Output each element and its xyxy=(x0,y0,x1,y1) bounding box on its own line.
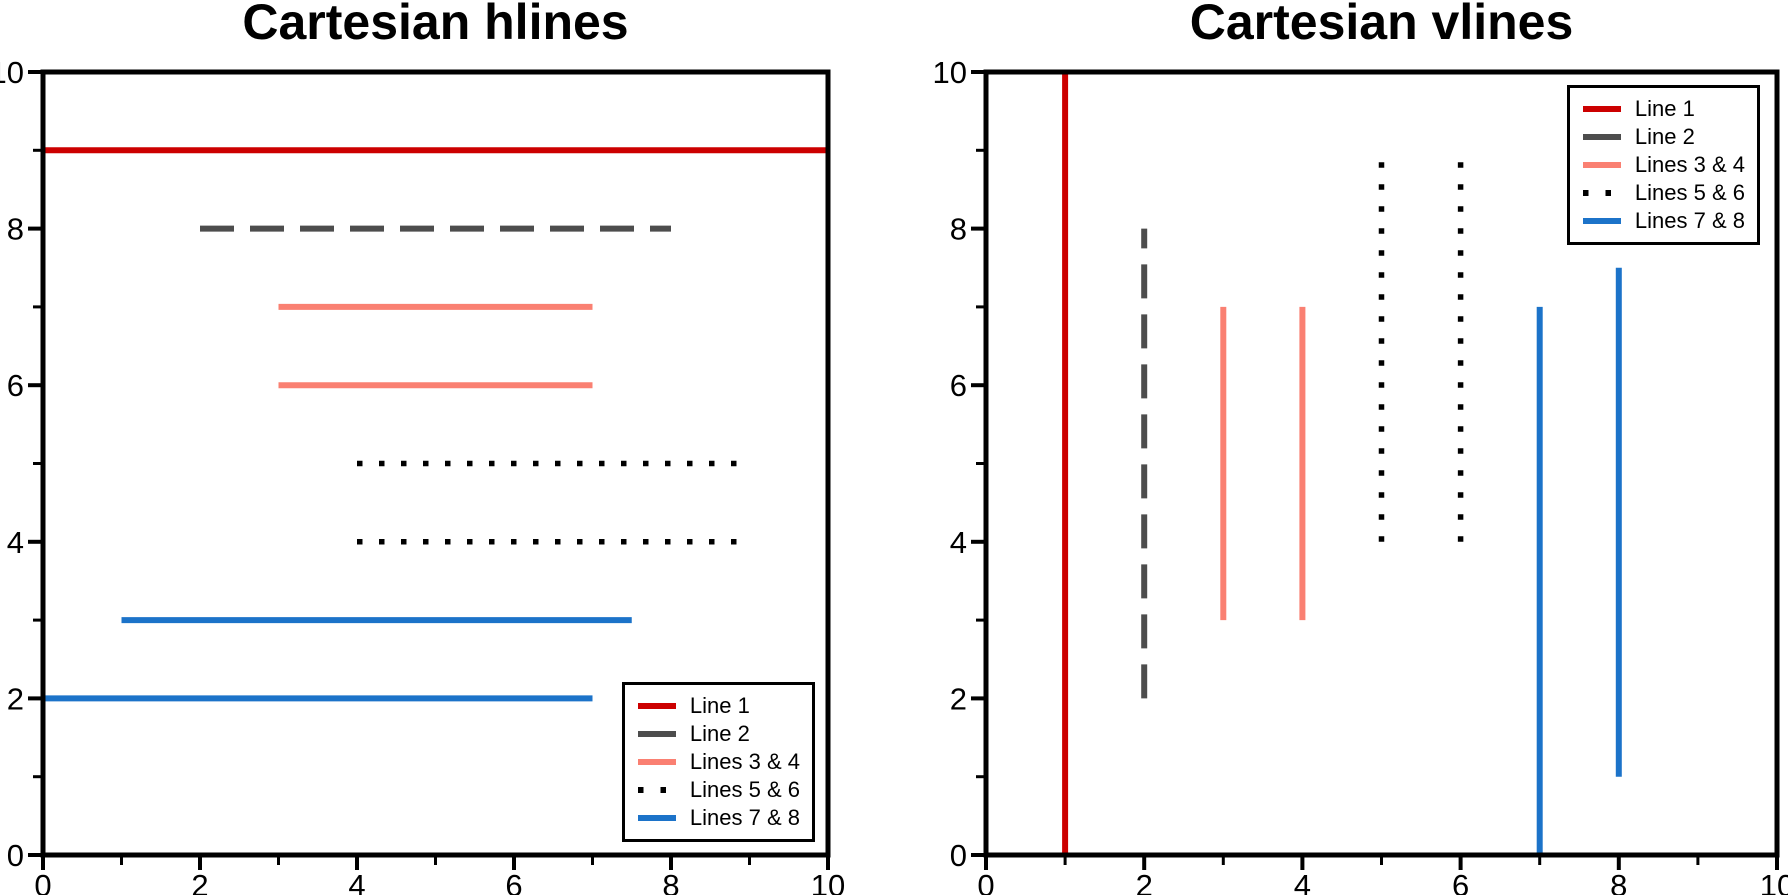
y-tick-label: 2 xyxy=(950,681,967,716)
y-tick-label: 2 xyxy=(7,681,24,716)
y-tick-label: 8 xyxy=(950,212,967,247)
y-tick-label: 0 xyxy=(950,838,967,873)
legend-label: Line 1 xyxy=(689,693,750,718)
y-tick-label: 0 xyxy=(7,838,24,873)
legend-swatch-solid xyxy=(1582,162,1621,168)
x-tick-label: 2 xyxy=(1136,868,1153,895)
legend-swatch-solid xyxy=(1582,218,1621,224)
y-tick-label: 6 xyxy=(950,368,967,403)
legend-label: Line 2 xyxy=(689,721,750,746)
legend-row: Lines 5 & 6 xyxy=(637,776,800,804)
legend-row: Line 1 xyxy=(1582,95,1745,123)
x-tick-label: 8 xyxy=(662,868,679,895)
left-plot-legend: Line 1 Line 2 Lines 3 & 4 Lines 5 & 6 Lines … xyxy=(621,682,815,842)
x-tick-label: 0 xyxy=(977,868,994,895)
legend-swatch-dashed xyxy=(1582,134,1621,140)
x-tick-label: 10 xyxy=(811,868,845,895)
legend-row: Lines 7 & 8 xyxy=(637,804,800,832)
legend-swatch-dotted xyxy=(1582,190,1621,196)
x-tick-label: 4 xyxy=(348,868,365,895)
x-tick-label: 2 xyxy=(191,868,208,895)
plot-hlines: 0 2 4 6 8 10 0 2 4 6 8 10 xyxy=(0,55,845,895)
y-tick-label: 4 xyxy=(950,525,967,560)
legend-label: Lines 7 & 8 xyxy=(1634,208,1745,233)
plot-vlines: 0 2 4 6 8 10 0 2 4 6 8 10 xyxy=(933,55,1788,895)
legend-label: Lines 5 & 6 xyxy=(689,777,800,802)
legend-row: Lines 5 & 6 xyxy=(1582,179,1745,207)
legend-swatch-dotted xyxy=(637,787,676,793)
legend-row: Lines 3 & 4 xyxy=(637,748,800,776)
legend-row: Lines 3 & 4 xyxy=(1582,151,1745,179)
right-plot-title: Cartesian vlines xyxy=(1189,0,1574,50)
y-tick-label: 4 xyxy=(7,525,24,560)
legend-swatch-solid xyxy=(1582,106,1621,112)
legend-swatch-solid xyxy=(637,815,676,821)
plot-frame xyxy=(40,69,831,858)
y-tick-label: 10 xyxy=(933,55,967,90)
legend-label: Lines 5 & 6 xyxy=(1634,180,1745,205)
x-tick-label: 4 xyxy=(1294,868,1311,895)
legend-row: Line 2 xyxy=(637,720,800,748)
legend-label: Lines 7 & 8 xyxy=(689,805,800,830)
x-tick-label: 10 xyxy=(1760,868,1788,895)
legend-label: Line 1 xyxy=(1634,96,1695,121)
y-tick-label: 8 xyxy=(7,212,24,247)
legend-row: Line 2 xyxy=(1582,123,1745,151)
legend-row: Line 1 xyxy=(637,692,800,720)
plot-frame xyxy=(983,69,1780,858)
x-tick-label: 0 xyxy=(34,868,51,895)
legend-swatch-solid xyxy=(637,759,676,765)
legend-swatch-solid xyxy=(637,703,676,709)
legend-label: Lines 3 & 4 xyxy=(689,749,800,774)
right-plot-legend: Line 1 Line 2 Lines 3 & 4 Lines 5 & 6 Lines … xyxy=(1566,85,1760,245)
y-tick-label: 6 xyxy=(7,368,24,403)
left-plot-title: Cartesian hlines xyxy=(242,0,629,50)
x-tick-label: 6 xyxy=(505,868,522,895)
y-tick-label: 10 xyxy=(0,55,24,90)
x-tick-label: 8 xyxy=(1610,868,1627,895)
legend-swatch-dashed xyxy=(637,731,676,737)
legend-row: Lines 7 & 8 xyxy=(1582,207,1745,235)
legend-label: Lines 3 & 4 xyxy=(1634,152,1745,177)
legend-label: Line 2 xyxy=(1634,124,1695,149)
x-tick-label: 6 xyxy=(1452,868,1469,895)
